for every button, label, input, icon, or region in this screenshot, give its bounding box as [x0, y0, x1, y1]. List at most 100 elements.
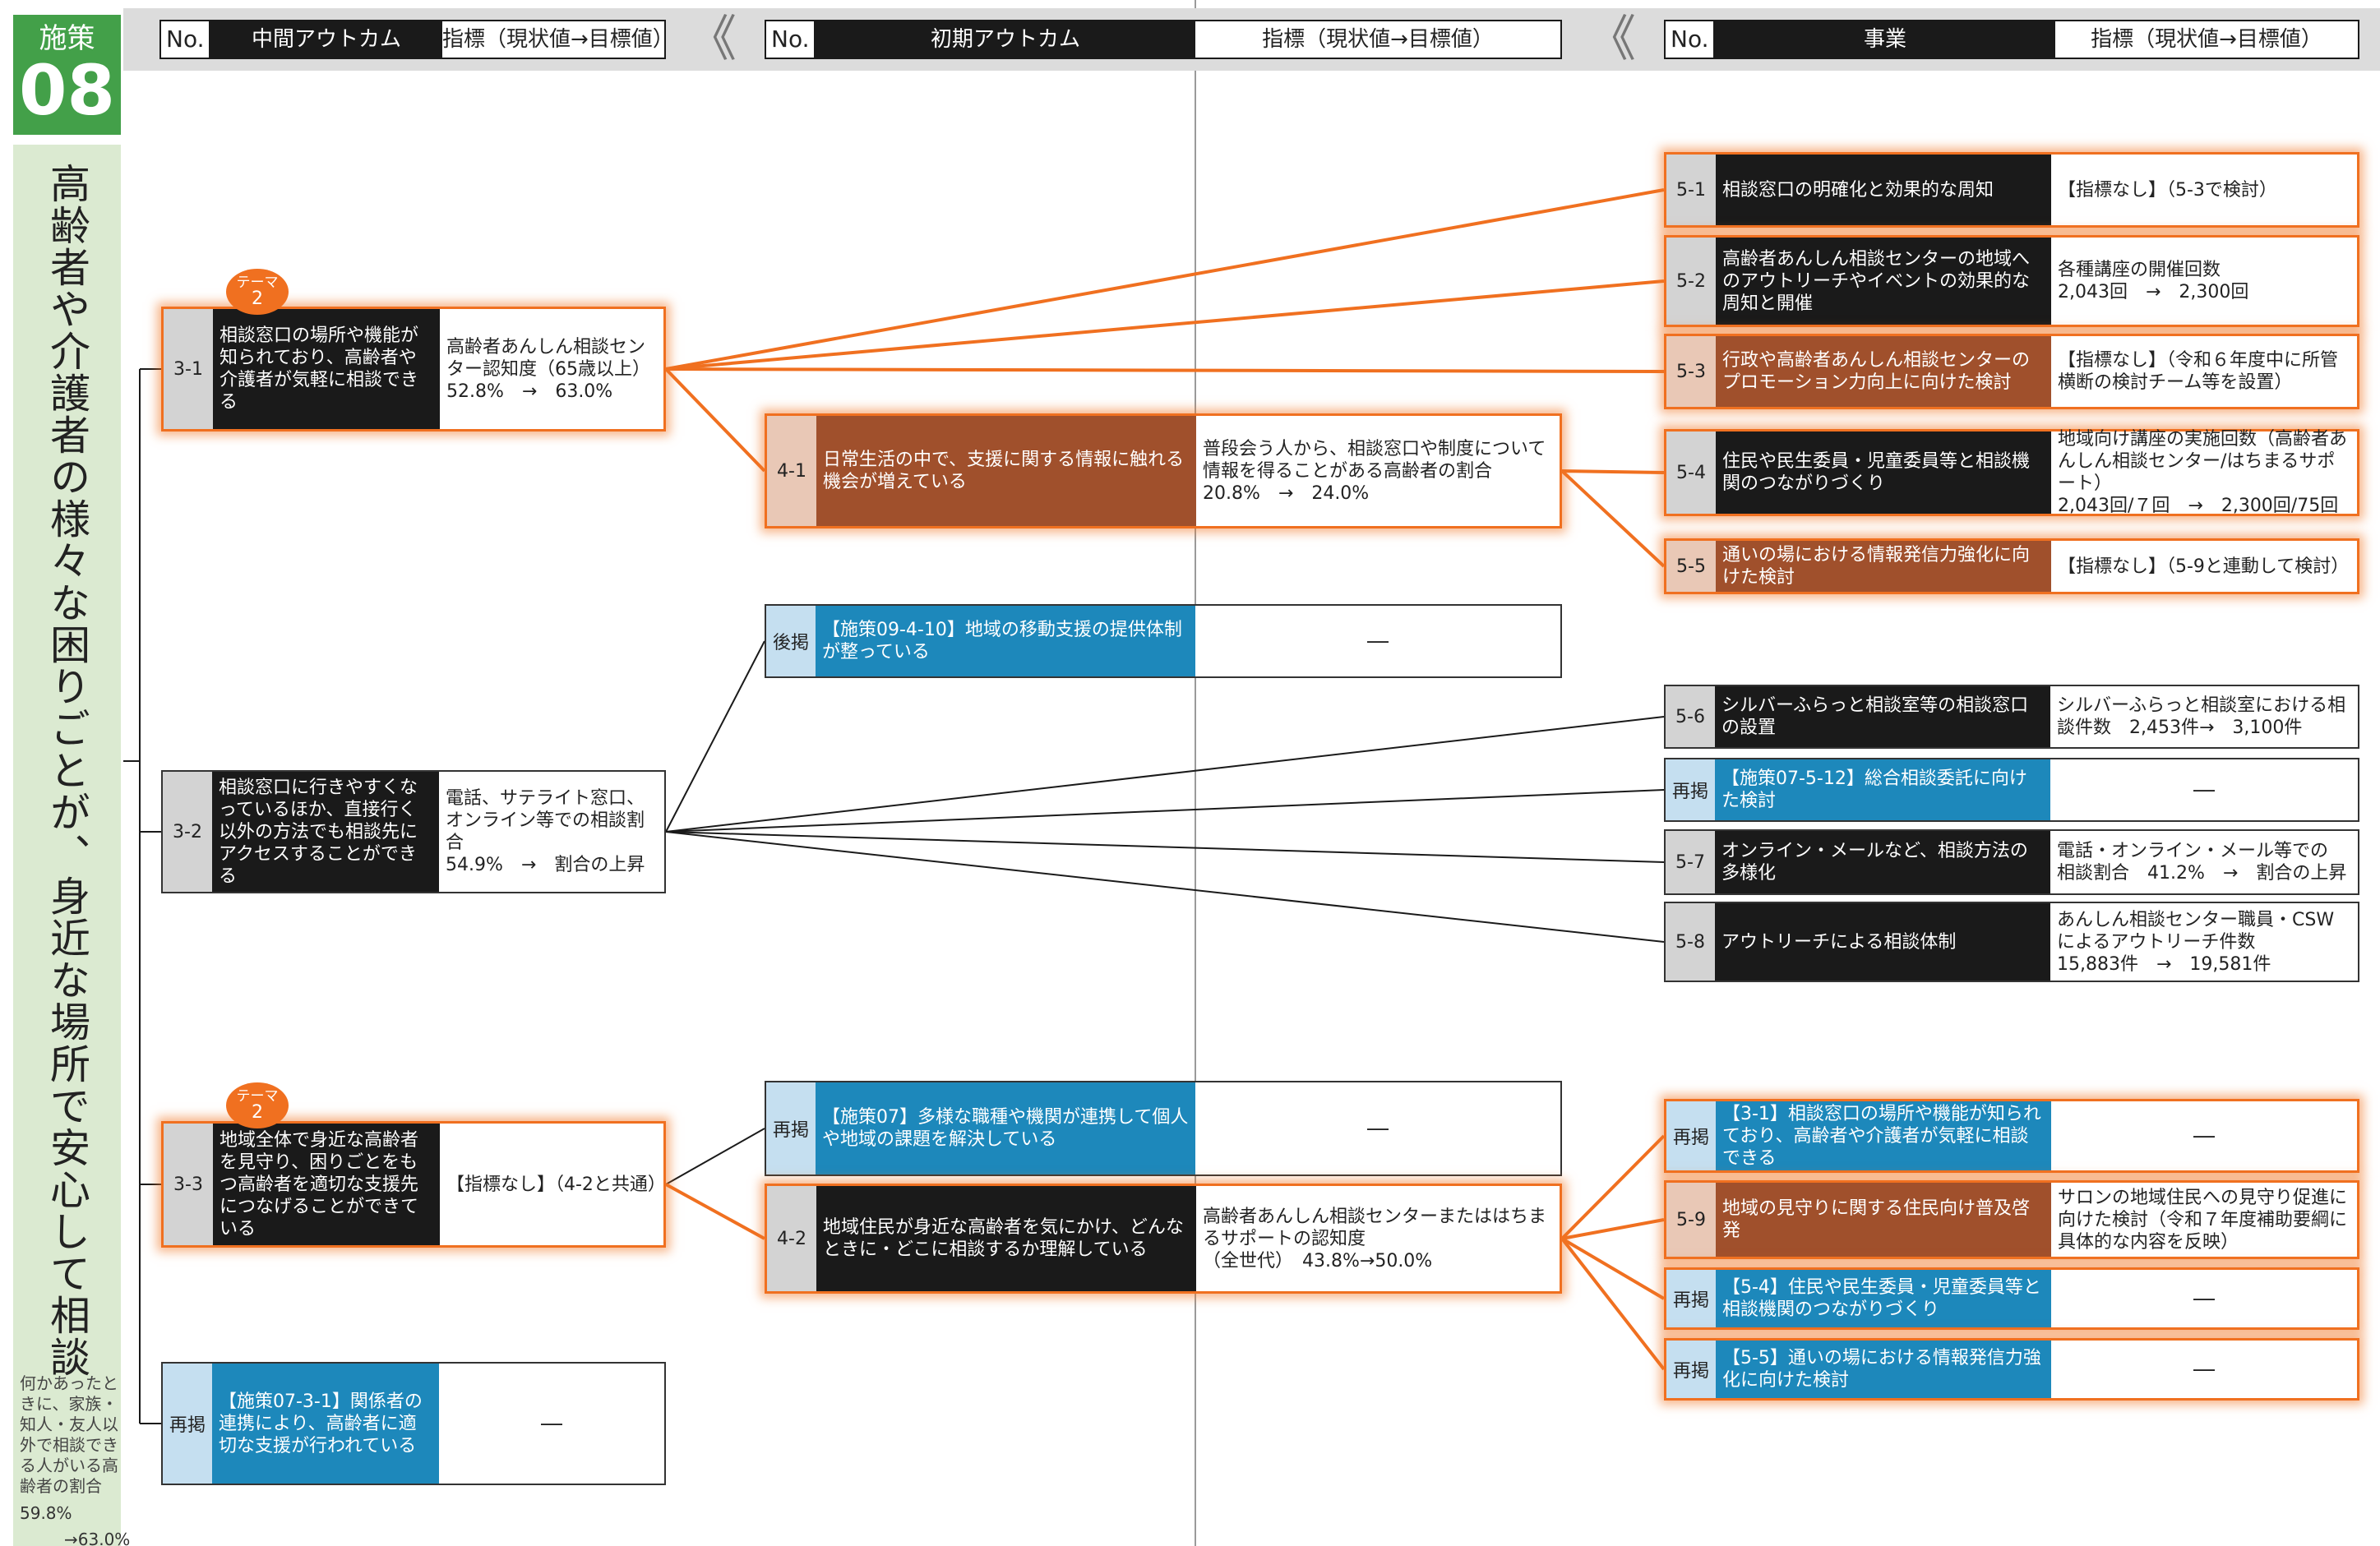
- link-line-black: [665, 716, 1665, 833]
- project-repost: 再掲 【3-1】相談窓口の場所や機能が知られており、高齢者や介護者が気軽に相談で…: [1664, 1099, 2359, 1173]
- link-line-orange: [665, 1183, 765, 1240]
- item-indicator: シルバーふらっと相談室における相談件数 2,453件→ 3,100件: [2057, 695, 2346, 738]
- item-description: 【5-4】住民や民生委員・児童委員等と相談機関のつながりづくり: [1716, 1270, 2051, 1327]
- item-indicator: 地域向け講座の実施回数（高齢者あんしん相談センター/はちまるサポート） 2,04…: [2058, 429, 2348, 516]
- item-indicator: ―: [1367, 1115, 1389, 1141]
- link-line-orange: [1560, 1237, 1666, 1371]
- item-number: 後掲: [766, 606, 816, 676]
- link-line-black: [665, 640, 765, 833]
- header-no: No.: [1666, 21, 1715, 58]
- header-initial-outcome: No. 初期アウトカム 指標（現状値→目標値）: [765, 20, 1562, 59]
- item-description: 【施策07】多様な職種や機関が連携して個人や地域の課題を解決している: [816, 1082, 1195, 1174]
- project-5-9: 5-9 地域の見守りに関する住民向け普及啓発 サロンの地域住民への見守り促進に向…: [1664, 1180, 2359, 1259]
- header-no: No.: [766, 21, 816, 58]
- item-number: 4-1: [767, 416, 816, 526]
- item-indicator: 【指標なし】（5-3で検討）: [2058, 179, 2277, 201]
- policy-badge-label: 施策: [39, 22, 95, 55]
- theme-tag: テーマ 2: [226, 269, 289, 315]
- item-indicator: ―: [2193, 1356, 2215, 1382]
- item-description: 地域の見守りに関する住民向け普及啓発: [1716, 1183, 2051, 1257]
- project-5-3: 5-3 行政や高齢者あんしん相談センターのプロモーション力向上に向けた検討 【指…: [1664, 334, 2359, 409]
- project-5-6: 5-6 シルバーふらっと相談室等の相談窓口の設置 シルバーふらっと相談室における…: [1664, 685, 2359, 749]
- header-name: 初期アウトカム: [816, 21, 1195, 58]
- policy-indicator-current: 59.8%: [20, 1503, 72, 1523]
- policy-title: 高齢者や介護者の様々な困りごとが、身近な場所で安心して相談されている: [44, 163, 90, 1378]
- item-indicator: 電話・オンライン・メール等での 相談割合 41.2% → 割合の上昇: [2057, 841, 2347, 884]
- link-line-orange: [664, 367, 766, 473]
- item-number: 5-3: [1666, 336, 1716, 407]
- item-number: 再掲: [163, 1364, 212, 1484]
- item-number: 5-6: [1666, 686, 1715, 747]
- item-indicator: 各種講座の開催回数 2,043回 → 2,300回: [2058, 260, 2249, 302]
- item-description: 【3-1】相談窓口の場所や機能が知られており、高齢者や介護者が気軽に相談できる: [1716, 1101, 2051, 1170]
- item-number: 3-3: [164, 1124, 213, 1245]
- item-description: 【施策07-5-12】総合相談委託に向けた検討: [1715, 759, 2050, 820]
- item-description: 通いの場における情報発信力強化に向けた検討: [1716, 541, 2051, 592]
- link-line-orange: [665, 279, 1665, 371]
- project-5-8: 5-8 アウトリーチによる相談体制 あんしん相談センター職員・CSWによるアウト…: [1664, 902, 2359, 982]
- item-number: 4-2: [767, 1186, 816, 1291]
- project-5-1: 5-1 相談窓口の明確化と効果的な周知 【指標なし】（5-3で検討）: [1664, 152, 2359, 228]
- header-no: No.: [161, 21, 210, 58]
- item-description: 地域全体で身近な高齢者を見守り、困りごとをもつ高齢者を適切な支援先につなげること…: [213, 1124, 440, 1245]
- item-indicator: あんしん相談センター職員・CSWによるアウトリーチ件数 15,883件 → 19…: [2057, 909, 2335, 975]
- item-number: 再掲: [1666, 1341, 1716, 1398]
- theme-tag-number: 2: [252, 288, 263, 309]
- link-line-orange: [1561, 469, 1665, 474]
- item-indicator: ―: [2193, 1285, 2215, 1311]
- item-indicator: 高齢者あんしん相談センターまたははちまるサポートの認知度 （全世代） 43.8%…: [1203, 1206, 1547, 1271]
- theme-tag-label: テーマ: [236, 1088, 279, 1105]
- initial-outcome-4-1: 4-1 日常生活の中で、支援に関する情報に触れる機会が増えている 普段会う人から…: [765, 413, 1562, 528]
- header-name: 中間アウトカム: [210, 21, 442, 58]
- project-repost: 再掲 【5-5】通いの場における情報発信力強化に向けた検討 ―: [1664, 1338, 2359, 1401]
- policy-sidebar: 高齢者や介護者の様々な困りごとが、身近な場所で安心して相談されている 何かあった…: [13, 145, 130, 1546]
- item-description: シルバーふらっと相談室等の相談窓口の設置: [1715, 686, 2050, 747]
- theme-tag-label: テーマ: [236, 275, 279, 291]
- item-number: 再掲: [1666, 1101, 1716, 1170]
- mid-outcome-3-1: 3-1 相談窓口の場所や機能が知られており、高齢者や介護者が気軽に相談できる 高…: [161, 307, 666, 431]
- link-line-black: [665, 789, 1665, 833]
- item-description: 相談窓口の明確化と効果的な周知: [1716, 155, 2051, 225]
- policy-number: 08: [19, 50, 115, 131]
- item-description: 日常生活の中で、支援に関する情報に触れる機会が増えている: [816, 416, 1196, 526]
- item-indicator: 【指標なし】（5-9と連動して検討）: [2058, 556, 2350, 577]
- item-description: 高齢者あんしん相談センターの地域へのアウトリーチやイベントの効果的な周知と開催: [1716, 238, 2051, 325]
- item-indicator: サロンの地域住民への見守り促進に向けた検討（令和７年度補助要綱に具体的な内容を反…: [2058, 1187, 2348, 1253]
- header-mid-outcome: No. 中間アウトカム 指標（現状値→目標値）: [159, 20, 674, 59]
- link-line-black: [665, 831, 1665, 863]
- item-number: 5-8: [1666, 903, 1715, 981]
- link-line-black: [665, 831, 1665, 943]
- policy-indicator-label: 何かあったときに、家族・知人・友人以外で相談できる人がいる高齢者の割合: [20, 1373, 118, 1496]
- link-line-orange: [1560, 1237, 1666, 1300]
- item-description: 相談窓口の場所や機能が知られており、高齢者や介護者が気軽に相談できる: [213, 309, 440, 429]
- item-indicator: 電話、サテライト窓口、オンライン等での相談割合 54.9% → 割合の上昇: [446, 788, 645, 875]
- column-divider-line: [1195, 0, 1196, 1546]
- link-line-black: [665, 1128, 765, 1185]
- item-number: 再掲: [1666, 1270, 1716, 1327]
- link-line-orange: [665, 367, 1665, 373]
- project-5-4: 5-4 住民や民生委員・児童委員等と相談機関のつながりづくり 地域向け講座の実施…: [1664, 429, 2359, 516]
- chevron-left-icon: 《: [687, 11, 737, 68]
- header-indicator: 指標（現状値→目標値）: [442, 21, 674, 58]
- project-5-5: 5-5 通いの場における情報発信力強化に向けた検討 【指標なし】（5-9と連動し…: [1664, 538, 2359, 594]
- project-5-7: 5-7 オンライン・メールなど、相談方法の多様化 電話・オンライン・メール等での…: [1664, 829, 2359, 895]
- header-indicator: 指標（現状値→目標値）: [2055, 21, 2358, 58]
- item-number: 3-2: [163, 772, 212, 892]
- item-description: 相談窓口に行きやすくなっているほか、直接行く以外の方法でも相談先にアクセスするこ…: [212, 772, 439, 892]
- link-line-orange: [1560, 469, 1666, 568]
- mid-outcome-3-3: 3-3 地域全体で身近な高齢者を見守り、困りごとをもつ高齢者を適切な支援先につな…: [161, 1121, 666, 1248]
- policy-badge: 施策 08: [13, 15, 121, 135]
- project-repost: 再掲 【施策07-5-12】総合相談委託に向けた検討 ―: [1664, 758, 2359, 822]
- item-indicator: 【指標なし】（令和６年度中に所管横断の検討チーム等を設置）: [2058, 350, 2339, 393]
- item-indicator: ―: [2193, 1123, 2215, 1148]
- item-description: オンライン・メールなど、相談方法の多様化: [1715, 831, 2050, 893]
- item-indicator: 【指標なし】（4-2と共通）: [446, 1174, 666, 1195]
- project-5-2: 5-2 高齢者あんしん相談センターの地域へのアウトリーチやイベントの効果的な周知…: [1664, 235, 2359, 327]
- link-line-orange: [1561, 1218, 1665, 1240]
- item-number: 3-1: [164, 309, 213, 429]
- item-number: 5-5: [1666, 541, 1716, 592]
- link-line-orange: [1560, 1134, 1666, 1240]
- item-description: 地域住民が身近な高齢者を気にかけ、どんなときに・どこに相談するか理解している: [816, 1186, 1196, 1291]
- item-number: 再掲: [1666, 759, 1715, 820]
- item-number: 5-1: [1666, 155, 1716, 225]
